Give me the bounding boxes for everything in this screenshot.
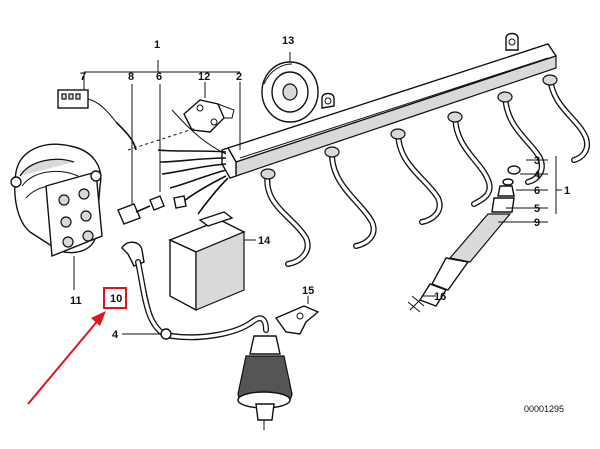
callout-15: 15 bbox=[302, 285, 314, 297]
callout-labels: 1 2 7 8 6 12 13 11 10 4 14 15 16 3 4 6 1… bbox=[70, 35, 570, 341]
part-8-boot bbox=[117, 84, 151, 225]
callout-7: 7 bbox=[80, 71, 86, 83]
callout-1: 1 bbox=[154, 39, 160, 51]
callout-5: 5 bbox=[534, 203, 540, 215]
part-6-terminal bbox=[127, 84, 197, 211]
harness-boots bbox=[260, 74, 558, 180]
part-16-spark-plug bbox=[407, 257, 470, 313]
callout-6-top: 6 bbox=[156, 71, 162, 83]
harness-rail bbox=[221, 32, 558, 179]
callout-12: 12 bbox=[198, 71, 210, 83]
lead-4-lower bbox=[122, 315, 269, 341]
part-10-coil-wire bbox=[121, 241, 175, 339]
callout-8: 8 bbox=[128, 71, 134, 83]
callout-16: 16 bbox=[434, 291, 446, 303]
plug-connector-stack bbox=[448, 165, 521, 263]
drawing-number: 00001295 bbox=[524, 404, 564, 414]
callout-4-lower: 4 bbox=[112, 329, 119, 341]
part-14-module bbox=[168, 211, 256, 312]
callout-6-right: 6 bbox=[534, 185, 540, 197]
callout-1-right: 1 bbox=[564, 185, 570, 197]
part-13-pulley bbox=[261, 52, 319, 123]
callout-4-right: 4 bbox=[534, 169, 541, 181]
callout-2: 2 bbox=[236, 71, 242, 83]
callout-10: 10 bbox=[110, 293, 122, 305]
callout-leaders bbox=[84, 60, 562, 223]
wire-bundle bbox=[157, 109, 229, 215]
part-7-connector bbox=[57, 76, 137, 151]
part-11-distributor bbox=[10, 143, 103, 290]
red-arrow-head bbox=[91, 311, 106, 326]
callout-9: 9 bbox=[534, 217, 540, 229]
callout-13: 13 bbox=[282, 35, 294, 47]
red-arrow-line bbox=[27, 317, 101, 405]
part-15-bracket bbox=[274, 296, 320, 335]
highlight-annotation bbox=[27, 287, 127, 405]
spark-plug-wires bbox=[264, 75, 590, 267]
callout-11: 11 bbox=[70, 295, 82, 307]
part-12-clip bbox=[183, 82, 235, 133]
coil-boot bbox=[237, 335, 293, 430]
highlight-box bbox=[103, 287, 127, 309]
callout-3: 3 bbox=[534, 155, 540, 167]
callout-14: 14 bbox=[258, 235, 271, 247]
